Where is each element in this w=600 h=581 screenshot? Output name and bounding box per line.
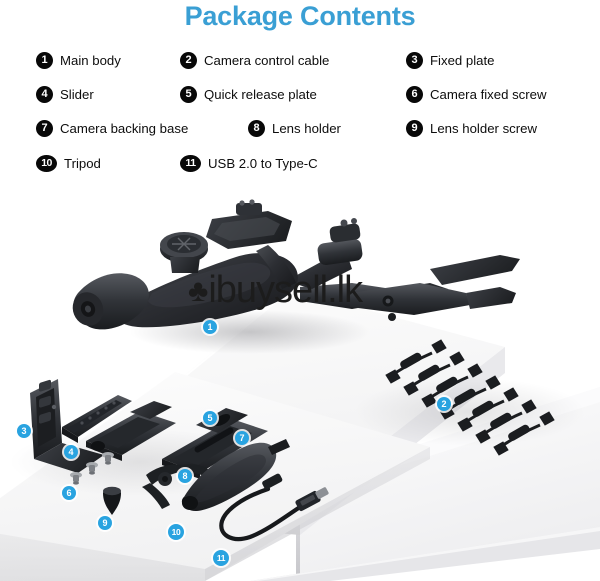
legend-item-6: 6 Camera fixed screw [406,86,547,103]
legend-item-5: 5 Quick release plate [180,86,317,103]
legend-label-7: Camera backing base [60,121,189,136]
legend-badge-8: 8 [248,120,265,137]
legend-item-8: 8 Lens holder [248,120,341,137]
legend-item-1: 1 Main body [36,52,121,69]
legend-label-8: Lens holder [272,121,341,136]
callout-camera-backing-base: 7 [235,431,249,445]
legend-label-1: Main body [60,53,121,68]
part-lens-holder-screw [103,486,121,515]
callout-lens-holder-screw: 9 [98,516,112,530]
callout-tripod: 10 [168,524,184,540]
callout-camera-fixed-screw: 6 [62,486,76,500]
legend-label-10: Tripod [64,156,101,171]
legend-badge-5: 5 [180,86,197,103]
platform-bottom-slab [250,527,600,581]
legend-badge-3: 3 [406,52,423,69]
page-title: Package Contents [184,1,416,31]
legend-badge-2: 2 [180,52,197,69]
legend-label-11: USB 2.0 to Type-C [208,156,318,171]
legend-badge-7: 7 [36,120,53,137]
product-photo: 1 2 3 4 5 6 7 8 9 10 11 [0,197,600,581]
legend-badge-1: 1 [36,52,53,69]
legend-label-9: Lens holder screw [430,121,538,136]
part-camera-fixed-screws [70,452,114,485]
legend-badge-9: 9 [406,120,423,137]
legend-list: 1 Main body 2 Camera control cable 3 Fixed pl… [0,52,600,197]
legend-item-10: 10 Tripod [36,155,101,172]
legend-label-5: Quick release plate [204,87,317,102]
part-small-plate [196,408,248,433]
legend-badge-10: 10 [36,155,57,172]
part-lens-holder [142,464,210,509]
legend-item-3: 3 Fixed plate [406,52,495,69]
part-main-body [72,199,520,330]
part-tripod [181,439,290,512]
legend-item-2: 2 Camera control cable [180,52,329,69]
legend-label-6: Camera fixed screw [430,87,547,102]
legend-item-11: 11 USB 2.0 to Type-C [180,155,318,172]
product-photo-illustration [0,197,600,581]
legend-item-4: 4 Slider [36,86,94,103]
legend-badge-11: 11 [180,155,201,172]
callout-camera-control-cable: 2 [437,397,451,411]
callout-lens-holder: 8 [178,469,192,483]
legend-badge-4: 4 [36,86,53,103]
callout-usb-cable: 11 [213,550,229,566]
part-camera-control-cables [385,339,555,456]
legend-label-2: Camera control cable [204,53,330,68]
callout-slider: 4 [64,445,78,459]
callout-fixed-plate: 3 [17,424,31,438]
part-slider [62,395,132,443]
part-usb-cable [219,473,329,542]
callout-main-body: 1 [203,320,217,334]
callout-quick-release-plate: 5 [203,411,217,425]
legend-item-9: 9 Lens holder screw [406,120,537,137]
part-quick-release-plate [86,401,176,461]
legend-label-4: Slider [60,87,94,102]
legend-item-7: 7 Camera backing base [36,120,188,137]
legend-label-3: Fixed plate [430,53,495,68]
legend-badge-6: 6 [406,86,423,103]
